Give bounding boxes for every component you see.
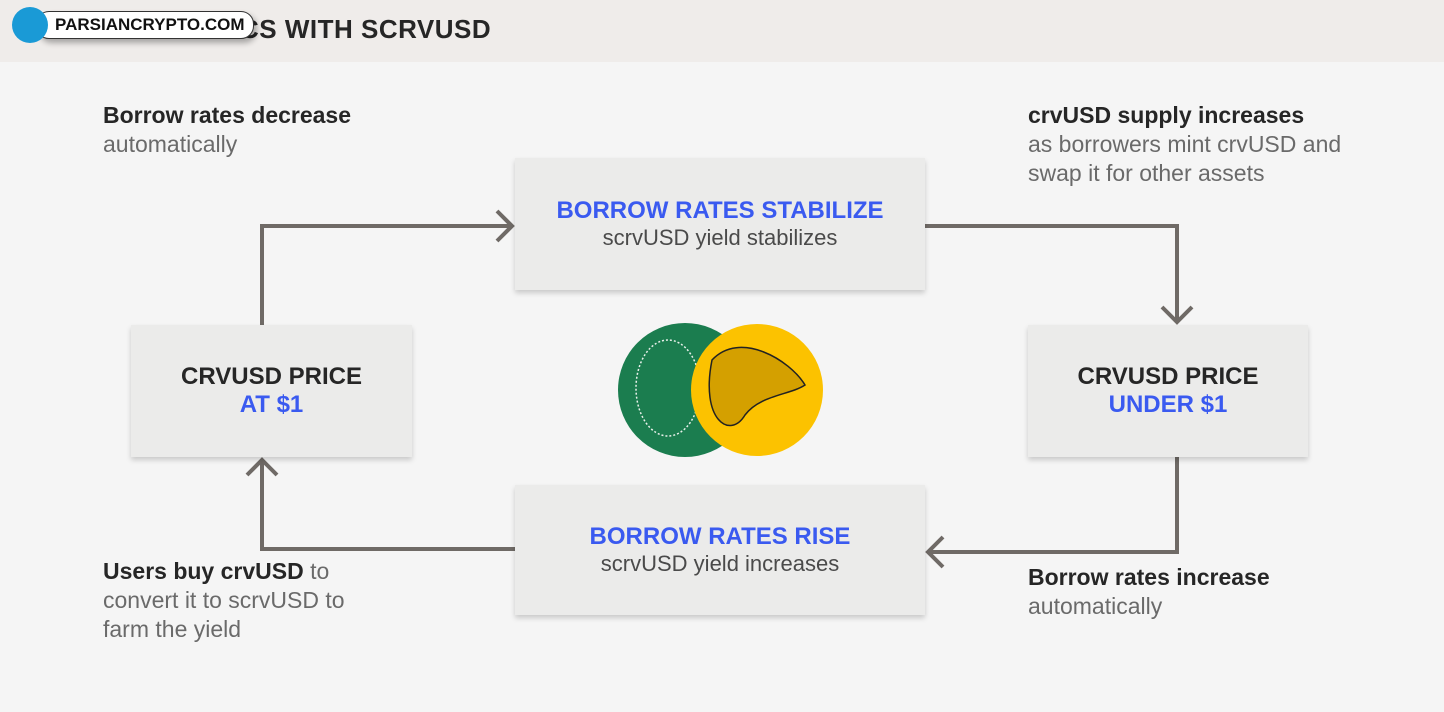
header-band: CS WITH SCRVUSD PARSIANCRYPTO.COM (0, 0, 1444, 62)
box-subtitle: scrvUSD yield stabilizes (602, 225, 838, 250)
watermark-logo: PARSIANCRYPTO.COM (12, 7, 254, 43)
note-bold: Borrow rates decrease (103, 102, 352, 128)
arrowhead-top (495, 209, 515, 243)
box-borrow-rates-rise: BORROW RATES RISE scrvUSD yield increase… (515, 485, 925, 615)
note-text: to convert it to scrvUSD to farm the yie… (103, 558, 345, 642)
arrow-bottom-to-left (260, 460, 515, 551)
box-title: BORROW RATES RISE (589, 523, 851, 550)
note-bottom-left: Users buy crvUSD to convert it to scrvUS… (103, 557, 393, 644)
note-top-right: crvUSD supply increases as borrowers mint… (1028, 101, 1348, 188)
note-text: automatically (103, 131, 238, 157)
box-title: CRVUSD PRICE (1077, 363, 1259, 390)
arrowhead-bottom (925, 535, 945, 569)
box-borrow-rates-stabilize: BORROW RATES STABILIZE scrvUSD yield sta… (515, 158, 925, 290)
box-subtitle: scrvUSD yield increases (600, 551, 840, 576)
box-title: CRVUSD PRICE (181, 363, 362, 390)
note-text: automatically (1028, 593, 1163, 619)
note-bold: crvUSD supply increases (1028, 102, 1305, 128)
arrow-left-to-top (260, 224, 512, 325)
logo-text: PARSIANCRYPTO.COM (36, 11, 254, 39)
box-price-at-1: CRVUSD PRICE AT $1 (131, 325, 412, 457)
note-text: as borrowers mint crvUSD and swap it for… (1028, 131, 1342, 186)
curve-logo-icon (618, 323, 823, 457)
page-title: CS WITH SCRVUSD (240, 14, 492, 44)
arrow-right-to-bottom (928, 457, 1179, 554)
box-price-under-1: CRVUSD PRICE UNDER $1 (1028, 325, 1308, 457)
note-top-left: Borrow rates decrease automatically (103, 101, 423, 159)
arrow-top-to-right (925, 224, 1179, 322)
box-value: UNDER $1 (1108, 391, 1228, 418)
box-title: BORROW RATES STABILIZE (556, 197, 884, 224)
arrowhead-left (245, 457, 279, 477)
note-bottom-right: Borrow rates increase automatically (1028, 563, 1348, 621)
tree-logo-icon (12, 7, 48, 43)
note-bold: Users buy crvUSD (103, 558, 304, 584)
box-value: AT $1 (239, 391, 304, 418)
note-bold: Borrow rates increase (1028, 564, 1270, 590)
arrowhead-right (1160, 305, 1194, 325)
